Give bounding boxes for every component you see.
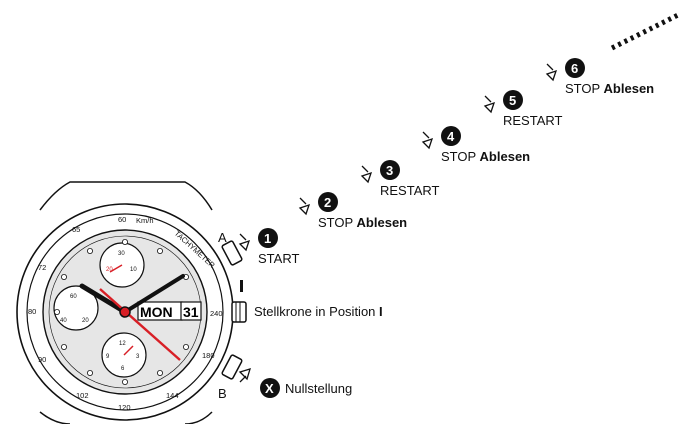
date-window: MON 31 <box>137 301 202 321</box>
step-badge <box>441 126 461 146</box>
push-hand-icon <box>360 165 373 184</box>
subdial-bottom: 12 9 3 6 <box>101 332 147 378</box>
bezel-num-102: 102 <box>76 391 89 400</box>
svg-text:6: 6 <box>121 366 125 372</box>
bezel-num-90: 90 <box>38 355 46 364</box>
bezel-unit: Km/h <box>136 216 154 225</box>
step-badge <box>380 160 400 180</box>
push-hand-icon <box>545 63 558 82</box>
push-hand-icon <box>483 95 496 114</box>
step-number: 3 <box>386 163 393 178</box>
button-b-label: B <box>218 386 227 401</box>
reset-symbol: X <box>265 381 274 396</box>
subdial-top: 30 20 10 <box>99 242 145 288</box>
bezel-num-65: 65 <box>72 225 80 234</box>
step-badge <box>503 90 523 110</box>
step-label: RESTART <box>380 183 440 198</box>
button-a-label: A <box>218 230 227 245</box>
watch-hands <box>79 274 185 361</box>
hour-markers <box>54 238 189 385</box>
date-day: MON <box>140 304 173 320</box>
bezel-num-72: 72 <box>38 263 46 272</box>
date-num: 31 <box>183 304 199 320</box>
svg-text:3: 3 <box>136 354 140 360</box>
bezel-num-80: 80 <box>28 307 36 316</box>
svg-text:40: 40 <box>60 318 67 324</box>
push-hand-icon <box>238 368 251 383</box>
step-badge <box>565 58 585 78</box>
dotted-trail <box>610 11 682 51</box>
push-hand-icon <box>298 197 311 216</box>
step-label: STOP Ablesen <box>441 149 530 164</box>
step-label: START <box>258 251 299 266</box>
step-number: 6 <box>571 61 578 76</box>
step-badge <box>258 228 278 248</box>
bezel-num-240: 240 <box>210 309 223 318</box>
bezel-num-180: 180 <box>202 351 215 360</box>
crown-position-marker <box>240 280 243 292</box>
push-hand-icon <box>421 131 434 150</box>
step-badge <box>318 192 338 212</box>
step-number: 2 <box>324 195 331 210</box>
svg-text:20: 20 <box>106 267 113 273</box>
step-number: 4 <box>447 129 455 144</box>
svg-text:12: 12 <box>119 341 126 347</box>
bezel-num-120: 120 <box>118 403 131 412</box>
bezel-num-144: 144 <box>166 391 179 400</box>
step-label: STOP Ablesen <box>318 215 407 230</box>
reset-label: Nullstellung <box>285 381 352 396</box>
reset-step: X Nullstellung <box>238 368 352 398</box>
crown-label: Stellkrone in Position I <box>254 304 383 319</box>
svg-text:9: 9 <box>106 354 110 360</box>
bezel-num-60: 60 <box>118 215 126 224</box>
crown[interactable] <box>231 301 247 323</box>
step-number: 5 <box>509 93 516 108</box>
pusher-b[interactable] <box>221 354 243 380</box>
step-number: 1 <box>264 231 271 246</box>
svg-text:30: 30 <box>118 251 125 257</box>
svg-text:10: 10 <box>130 267 137 273</box>
step-label: STOP Ablesen <box>565 81 654 96</box>
push-hand-icon <box>238 233 251 252</box>
subdial-left: 60 40 20 <box>53 285 99 331</box>
svg-text:20: 20 <box>82 318 89 324</box>
svg-text:60: 60 <box>70 294 77 300</box>
reset-badge <box>260 378 280 398</box>
step-label: RESTART <box>503 113 563 128</box>
pusher-a[interactable] <box>221 240 243 266</box>
